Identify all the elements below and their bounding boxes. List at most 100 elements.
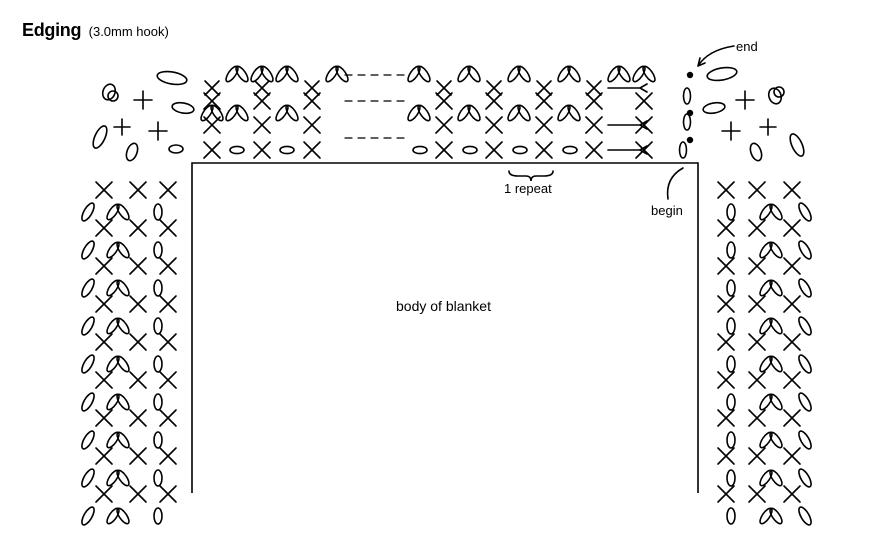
chain-oval — [769, 241, 783, 259]
chain-oval — [567, 104, 581, 122]
single-crochet-x — [129, 257, 147, 275]
chain-oval — [617, 65, 631, 83]
stitch-symbols — [81, 45, 812, 526]
plus-stitch — [148, 121, 168, 141]
single-crochet-x — [129, 333, 147, 351]
chain-oval — [101, 83, 117, 101]
single-crochet-x — [717, 409, 735, 427]
chain-oval — [125, 142, 139, 162]
chain-oval — [92, 125, 108, 149]
single-crochet-x — [585, 141, 603, 159]
chain-oval — [726, 393, 736, 411]
single-crochet-x — [159, 181, 177, 199]
chain-oval — [517, 104, 531, 122]
single-crochet-x — [159, 257, 177, 275]
blanket-edge — [191, 162, 699, 493]
chain-oval — [642, 65, 656, 83]
chain-oval — [235, 104, 249, 122]
single-crochet-x — [717, 295, 735, 313]
chain-oval — [798, 202, 812, 222]
chain-oval — [769, 431, 783, 449]
title-sub: (3.0mm hook) — [88, 24, 169, 39]
single-crochet-x — [95, 409, 113, 427]
single-crochet-x — [717, 333, 735, 351]
chain-oval — [749, 142, 763, 162]
blanket-outline — [191, 162, 699, 493]
single-crochet-x — [748, 447, 766, 465]
chain-oval — [412, 145, 428, 155]
chain-oval — [156, 70, 188, 86]
chain-oval — [417, 104, 431, 122]
single-crochet-x — [435, 116, 453, 134]
chain-oval — [798, 506, 812, 526]
single-crochet-x — [129, 371, 147, 389]
chain-oval — [107, 90, 119, 102]
chain-oval — [153, 317, 163, 335]
chain-oval — [153, 203, 163, 221]
single-crochet-x — [635, 141, 653, 159]
single-crochet-x — [203, 92, 221, 110]
chain-oval — [726, 317, 736, 335]
chain-oval — [726, 355, 736, 373]
arrow — [607, 120, 648, 130]
slip-stitch-dot — [686, 136, 694, 144]
chain-oval — [168, 144, 184, 154]
chain-oval — [467, 104, 481, 122]
chain-oval — [789, 133, 805, 157]
single-crochet-x — [717, 257, 735, 275]
single-crochet-x — [304, 80, 320, 96]
chain-oval — [798, 468, 812, 488]
single-crochet-x — [204, 80, 220, 96]
single-crochet-x — [95, 371, 113, 389]
single-crochet-x — [129, 181, 147, 199]
single-crochet-x — [535, 116, 553, 134]
chain-oval — [767, 87, 783, 105]
single-crochet-x — [435, 141, 453, 159]
chain-oval — [678, 141, 688, 159]
single-crochet-x — [129, 485, 147, 503]
chain-oval — [153, 469, 163, 487]
single-crochet-x — [536, 80, 552, 96]
single-crochet-x — [783, 257, 801, 275]
chain-oval — [116, 507, 130, 525]
chain-oval — [81, 354, 95, 374]
single-crochet-x — [253, 141, 271, 159]
chain-oval — [153, 241, 163, 259]
chain-oval — [567, 65, 581, 83]
single-crochet-x — [159, 371, 177, 389]
single-crochet-x — [485, 116, 503, 134]
single-crochet-x — [783, 219, 801, 237]
chain-oval — [81, 430, 95, 450]
slip-stitch-dot — [686, 109, 694, 117]
single-crochet-x — [203, 141, 221, 159]
single-crochet-x — [748, 295, 766, 313]
end-label: end — [736, 39, 758, 54]
single-crochet-x — [159, 333, 177, 351]
single-crochet-x — [635, 92, 653, 110]
single-crochet-x — [159, 409, 177, 427]
chain-oval — [81, 202, 95, 222]
chain-oval — [798, 278, 812, 298]
single-crochet-x — [303, 116, 321, 134]
plus-stitch — [721, 121, 741, 141]
chain-oval — [769, 203, 783, 221]
chain-oval — [769, 393, 783, 411]
chain-oval — [773, 86, 785, 98]
single-crochet-x — [717, 485, 735, 503]
repeat-brace — [508, 170, 554, 182]
single-crochet-x — [253, 116, 271, 134]
title-main: Edging — [22, 20, 82, 40]
single-crochet-x — [635, 116, 653, 134]
single-crochet-x — [486, 80, 502, 96]
single-crochet-x — [129, 219, 147, 237]
single-crochet-x — [129, 409, 147, 427]
single-crochet-x — [303, 141, 321, 159]
chain-oval — [702, 101, 726, 115]
chain-oval — [116, 431, 130, 449]
single-crochet-x — [748, 219, 766, 237]
single-crochet-x — [748, 409, 766, 427]
chain-oval — [706, 66, 738, 82]
chain-oval — [726, 469, 736, 487]
single-crochet-x — [748, 485, 766, 503]
